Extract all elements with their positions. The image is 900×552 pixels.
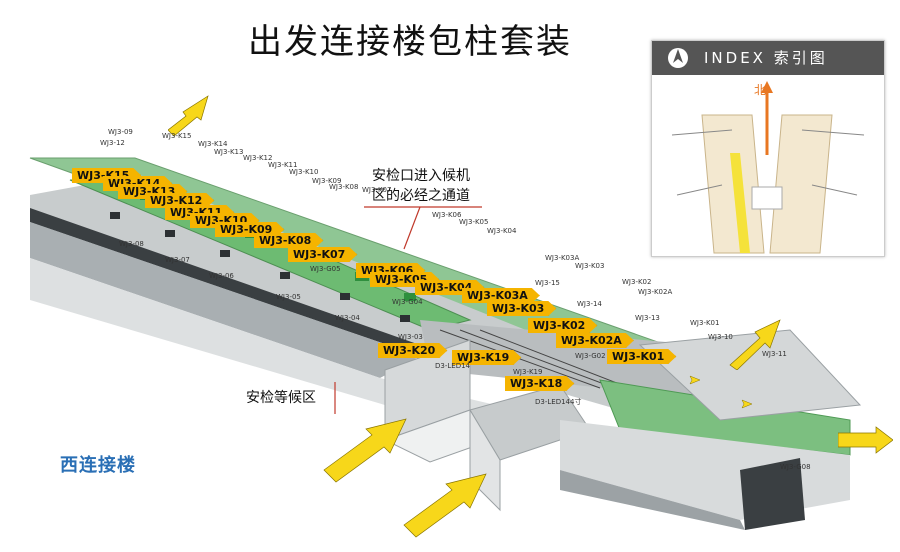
arrow-up-left — [168, 95, 209, 137]
label-s28: WJ3-05 — [276, 293, 301, 301]
arrow-to-security-2 — [403, 473, 487, 538]
arrow-right-exit — [838, 426, 893, 454]
index-map: INDEX 索引图 北 — [651, 40, 885, 257]
index-plan — [671, 81, 865, 254]
label-s4: WJ3-K14 — [198, 140, 228, 148]
tag-k02a: WJ3-K02A — [556, 333, 634, 348]
index-title: INDEX 索引图 — [704, 49, 828, 67]
tag-k03: WJ3-K03 — [487, 301, 556, 316]
lower-corridor-end — [740, 458, 805, 530]
security-channel-floor — [420, 320, 720, 400]
tag-k19: WJ3-K19 — [452, 350, 521, 365]
label-s17: WJ3-15 — [535, 279, 560, 287]
index-north-label: 北 — [754, 83, 767, 97]
label-s20: WJ3-K02A — [638, 288, 673, 296]
tag-k01: WJ3-K01 — [607, 349, 676, 364]
label-s22: WJ3-K01 — [690, 319, 720, 327]
label-s11: WJ3-K07 — [362, 186, 392, 194]
channel-note-leader — [364, 206, 482, 250]
tag-k07: WJ3-K07 — [288, 247, 357, 262]
label-s14: WJ3-K04 — [487, 227, 517, 235]
label-s18: WJ3-14 — [577, 300, 602, 308]
label-s15: WJ3-K03A — [545, 254, 580, 262]
label-s26: WJ3-07 — [165, 256, 190, 264]
tag-k08: WJ3-K08 — [254, 233, 323, 248]
columns — [110, 212, 410, 322]
walkway-side-wall — [30, 222, 420, 378]
waiting-note: 安检等候区 — [246, 390, 316, 406]
arrow-upper-right-exit — [729, 319, 781, 370]
tag-k18: WJ3-K18 — [505, 376, 574, 391]
compass-icon — [668, 48, 688, 68]
label-s16: WJ3-K03 — [575, 262, 605, 270]
label-s31: WJ3-G04 — [392, 298, 423, 306]
label-s32: WJ3-03 — [398, 333, 423, 341]
label-s5: WJ3-K13 — [214, 148, 244, 156]
walkway-dark-strip — [30, 208, 420, 356]
label-s3: WJ3-K15 — [162, 132, 192, 140]
label-s2: WJ3-12 — [100, 139, 125, 147]
floor-arrows — [689, 375, 753, 409]
label-s27: WJ3-06 — [209, 272, 234, 280]
label-s33: WJ3-G02 — [575, 352, 606, 360]
waiting-note-leader — [334, 382, 336, 414]
label-s34: WJ3-G08 — [780, 463, 811, 471]
label-s6: WJ3-K12 — [243, 154, 273, 162]
channel-note-line-2: 区的必经之通道 — [372, 188, 470, 204]
tag-k20: WJ3-K20 — [378, 343, 447, 358]
label-s29: WJ3-04 — [335, 314, 360, 322]
label-s12: WJ3-K06 — [432, 211, 462, 219]
lower-corridor-wall — [560, 470, 745, 530]
label-s30: WJ3-G05 — [310, 265, 341, 273]
tag-k02: WJ3-K02 — [528, 318, 597, 333]
label-s25: WJ3-08 — [119, 240, 144, 248]
label-s24: WJ3-11 — [762, 350, 787, 358]
index-header: INDEX 索引图 — [652, 41, 884, 75]
tag-k12: WJ3-K12 — [145, 193, 214, 208]
section-label: 西连接楼 — [60, 455, 136, 476]
label-s10: WJ3-K08 — [329, 183, 359, 191]
upper-right-ramp — [638, 329, 862, 421]
arrow-to-security-1 — [323, 418, 407, 483]
label-s35: D3-LED14 — [435, 362, 470, 370]
label-s37: D3-LED144寸 — [535, 398, 582, 406]
label-s1: WJ3-09 — [108, 128, 133, 136]
label-s23: WJ3-10 — [708, 333, 733, 341]
label-s9: WJ3-K09 — [312, 177, 342, 185]
tag-k03a: WJ3-K03A — [462, 288, 540, 303]
label-s36: WJ3-K19 — [513, 368, 543, 376]
page-title: 出发连接楼包柱套装 — [248, 22, 572, 62]
channel-note: 安检口进入候机 区的必经之通道 — [372, 166, 470, 206]
label-s8: WJ3-K10 — [289, 168, 319, 176]
label-s21: WJ3-13 — [635, 314, 660, 322]
channel-note-line-1: 安检口进入候机 — [372, 168, 470, 184]
label-s19: WJ3-K02 — [622, 278, 652, 286]
label-s13: WJ3-K05 — [459, 218, 489, 226]
label-s7: WJ3-K11 — [268, 161, 298, 169]
